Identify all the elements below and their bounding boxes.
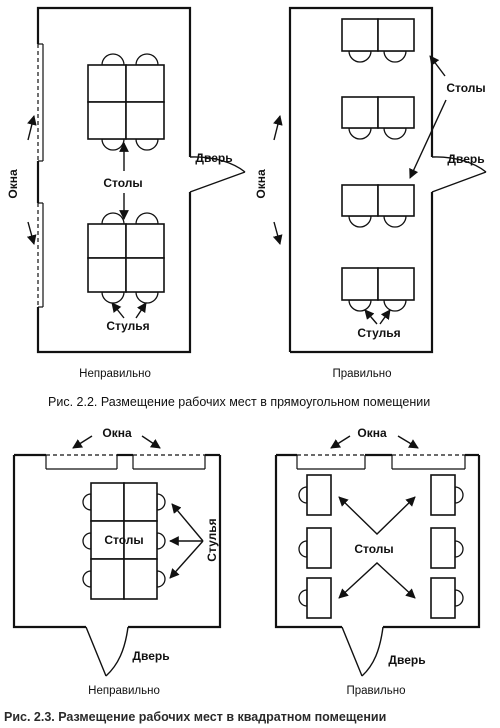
fig2-left-room: Окна Столы Стулья Дверь Неправильно bbox=[12, 426, 222, 697]
fig2-right-door-label: Дверь bbox=[388, 653, 425, 667]
fig2-left-desk-block bbox=[82, 482, 166, 600]
fig2-left-windows bbox=[45, 454, 206, 470]
fig2-left-windows-label: Окна bbox=[102, 426, 132, 440]
fig1-right-chairs-label: Стулья bbox=[357, 326, 400, 340]
fig2-left-chairs-label: Стулья bbox=[205, 518, 219, 561]
fig1-right-door bbox=[431, 156, 487, 193]
fig1-left-door-label: Дверь bbox=[195, 151, 232, 165]
fig2-right-walls bbox=[274, 453, 481, 629]
fig1-right-arrows bbox=[272, 55, 447, 325]
fig1-right-desks bbox=[341, 18, 415, 312]
fig1-left-verdict: Неправильно bbox=[79, 368, 151, 380]
fig2-left-door-label: Дверь bbox=[132, 649, 169, 663]
fig1-left-desk-block-bottom bbox=[87, 212, 165, 304]
fig1-right-windows-label: Окна bbox=[254, 169, 268, 199]
fig1-left-room: Окна Столы Дверь Стулья Неправильно bbox=[6, 6, 246, 380]
fig2-left-arrows bbox=[72, 435, 204, 579]
fig2-left-walls bbox=[12, 453, 222, 629]
fig1-left-door bbox=[189, 156, 246, 193]
fig1-left-chairs-label: Стулья bbox=[106, 319, 149, 333]
fig1-right-room: Окна Столы Дверь Стулья Правильно bbox=[254, 6, 487, 380]
fig1-right-walls bbox=[288, 6, 434, 354]
fig1-right-tables-label: Столы bbox=[446, 81, 485, 95]
fig1-left-desk-block-top bbox=[87, 53, 165, 151]
fig2-right-tables-label: Столы bbox=[354, 542, 393, 556]
fig2-left-door bbox=[85, 626, 129, 677]
fig2-right-windows bbox=[296, 454, 466, 470]
fig1-left-walls bbox=[36, 6, 192, 354]
fig2-right-arrows bbox=[330, 435, 419, 599]
fig1-left-windows-label: Окна bbox=[6, 169, 20, 199]
fig1-right-door-label: Дверь bbox=[447, 152, 484, 166]
figure-2-2-caption: Рис. 2.2. Размещение рабочих мест в прям… bbox=[48, 395, 431, 409]
fig2-right-windows-label: Окна bbox=[357, 426, 387, 440]
figure-2-3-caption: Рис. 2.3. Размещение рабочих мест в квад… bbox=[4, 710, 387, 724]
fig1-right-verdict: Правильно bbox=[332, 368, 391, 380]
fig2-right-room: Окна Столы Дверь Правильно bbox=[274, 426, 481, 697]
fig1-left-windows bbox=[37, 43, 44, 308]
fig2-right-desks bbox=[298, 474, 464, 619]
fig2-right-verdict: Правильно bbox=[346, 685, 405, 697]
fig2-right-door bbox=[341, 626, 384, 677]
fig1-left-arrows bbox=[26, 115, 147, 319]
fig2-left-tables-label: Столы bbox=[104, 533, 143, 547]
fig1-left-tables-label: Столы bbox=[103, 176, 142, 190]
fig2-left-verdict: Неправильно bbox=[88, 685, 160, 697]
